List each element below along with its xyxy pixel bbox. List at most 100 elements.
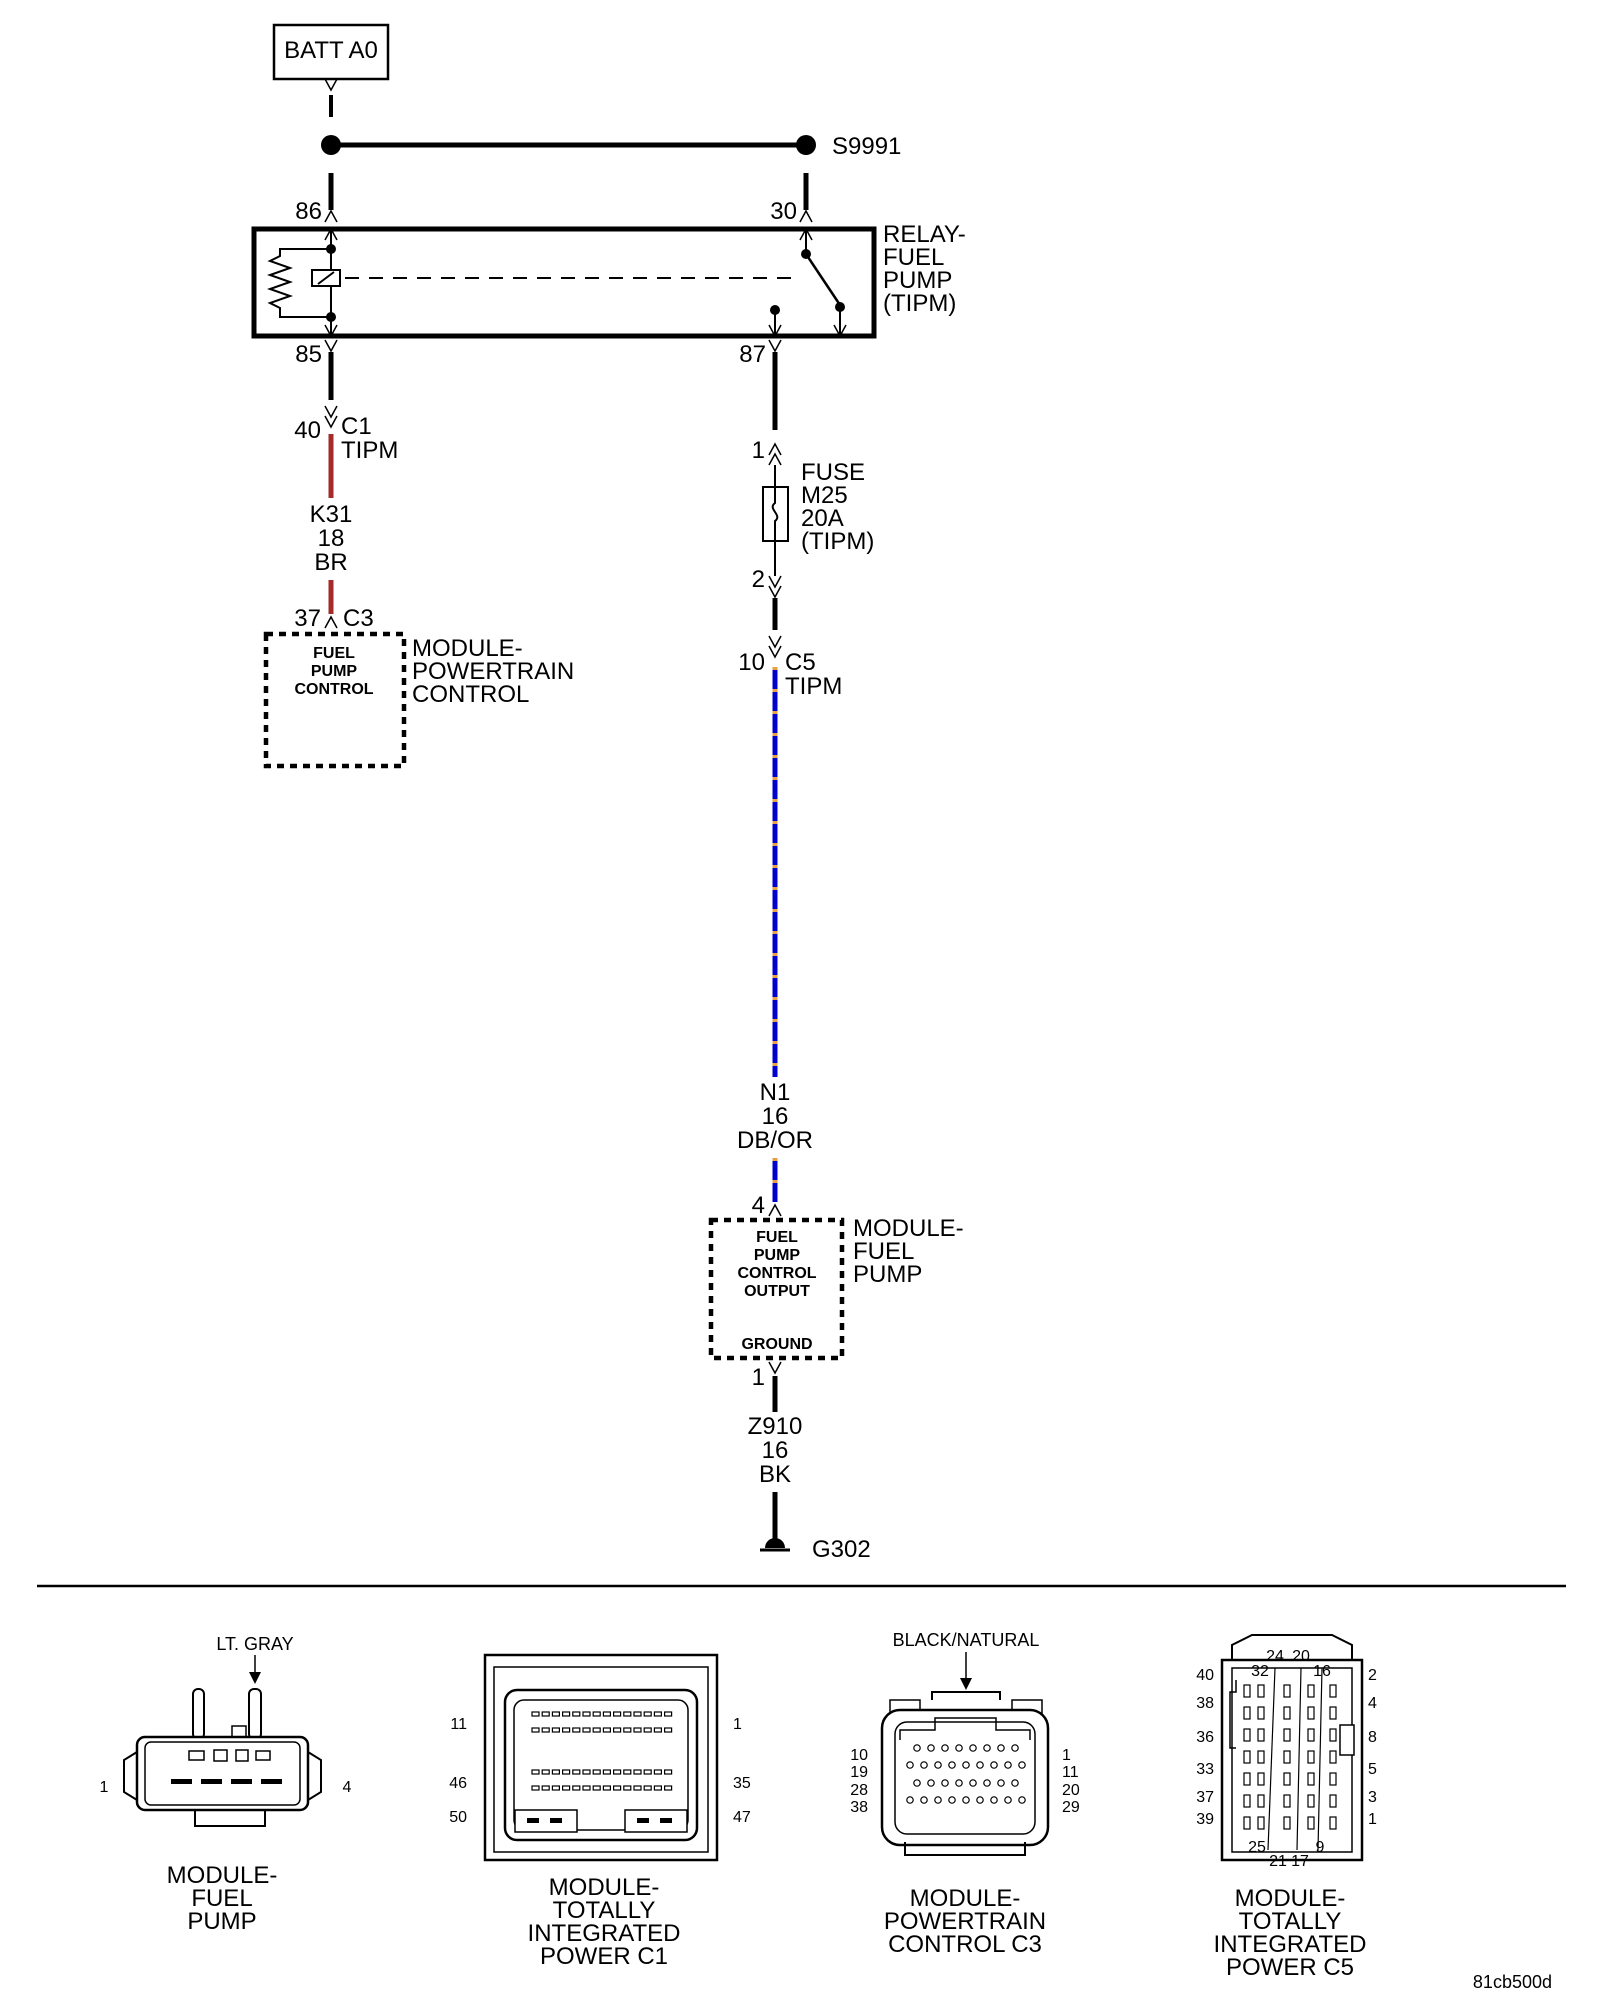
c5-cavity xyxy=(1283,1684,1291,1698)
c1-cavity xyxy=(653,1711,663,1717)
c1-cavity xyxy=(531,1727,540,1733)
figure-id: 81cb500d xyxy=(1473,1972,1552,1992)
k31-color: BR xyxy=(314,549,347,576)
c5-pin: 10 xyxy=(738,649,765,676)
c1-cavity xyxy=(653,1769,663,1775)
right-circuit: 1 2 FUSE M25 20A (TIPM) 10 C5 TIPM N1 16… xyxy=(708,352,964,1563)
c3-cavity xyxy=(906,1761,914,1769)
fpm-box-ground: GROUND xyxy=(741,1336,812,1353)
c5-cavity xyxy=(1329,1706,1337,1720)
c5-caption-2: TOTALLY xyxy=(1239,1908,1342,1935)
n1-gauge: 16 xyxy=(762,1103,789,1130)
c1-cavity xyxy=(612,1769,622,1775)
fuse-pin-bottom: 2 xyxy=(752,566,765,593)
c1-cavity xyxy=(602,1727,612,1733)
c1-cavity xyxy=(643,1727,652,1733)
c1-conn: C1 xyxy=(341,413,372,440)
c5-cavity xyxy=(1257,1706,1265,1720)
c1-cavity xyxy=(623,1785,632,1791)
ground-pin-1: 1 xyxy=(752,1364,765,1391)
c1-cavity xyxy=(592,1769,601,1775)
c5-pin-16: 16 xyxy=(1313,1663,1331,1680)
c1-cavity xyxy=(582,1727,591,1733)
connector-tipm-c1: 11 46 50 1 35 47 MODULE- TOTALLY INTEGRA… xyxy=(449,1653,751,1970)
c1-cavity xyxy=(572,1785,581,1791)
c5-cavity xyxy=(1257,1750,1265,1764)
c5-module: TIPM xyxy=(785,673,842,700)
c3-pin-29: 29 xyxy=(1062,1799,1080,1816)
c3-pin-38: 38 xyxy=(850,1799,868,1816)
relay-pin-87: 87 xyxy=(739,341,766,368)
c1-cavity xyxy=(612,1711,622,1717)
c5-pin-25: 25 xyxy=(1248,1839,1266,1856)
c1-cavity xyxy=(663,1727,673,1733)
fp-caption-1: MODULE- xyxy=(167,1862,278,1889)
relay: 86 30 RELAY- FUEL PUMP (TIPM) 85 xyxy=(251,198,966,368)
c3-color-label: BLACK/NATURAL xyxy=(893,1630,1040,1650)
c3-cavity xyxy=(1018,1796,1026,1804)
c1-cavity xyxy=(643,1711,652,1717)
c1-cavity xyxy=(541,1727,550,1733)
c5-pin-5: 5 xyxy=(1368,1761,1377,1778)
c1-cavity xyxy=(643,1769,652,1775)
c3-cavity xyxy=(969,1744,977,1752)
c1-cavity xyxy=(531,1785,540,1791)
batt-label: BATT A0 xyxy=(284,37,378,64)
c5-pin-20: 20 xyxy=(1292,1648,1310,1665)
c3-cavity xyxy=(997,1779,1005,1787)
c1-cavity xyxy=(663,1769,673,1775)
c1-cavity xyxy=(551,1769,561,1775)
c5-cavity xyxy=(1283,1772,1291,1786)
ground-symbol xyxy=(760,1538,790,1552)
c1-cavity xyxy=(663,1711,673,1717)
c3-cavity xyxy=(955,1744,963,1752)
c1-cavity xyxy=(602,1785,612,1791)
c3-conn: C3 xyxy=(343,605,374,632)
c5-cavity xyxy=(1243,1728,1251,1742)
pcm-label-2: POWERTRAIN xyxy=(412,658,574,685)
c1-cavity xyxy=(582,1711,591,1717)
c3-cavity xyxy=(969,1779,977,1787)
c1-cavity xyxy=(592,1727,601,1733)
c5-cavity xyxy=(1257,1684,1265,1698)
z910-circuit: Z910 xyxy=(748,1413,803,1440)
fpm-box-line-4: OUTPUT xyxy=(744,1283,810,1300)
c1-cavity xyxy=(561,1727,571,1733)
c5-cavity xyxy=(1283,1816,1291,1830)
c3-cavity xyxy=(983,1779,991,1787)
c1-cavity xyxy=(531,1711,540,1717)
left-circuit: 40 C1 TIPM K31 18 BR 37 C3 FUEL PUMP CON… xyxy=(263,352,574,769)
c5-cavity xyxy=(1243,1772,1251,1786)
c5-pin-1: 1 xyxy=(1368,1811,1377,1828)
relay-label-3: PUMP xyxy=(883,267,952,294)
c5-cavity xyxy=(1257,1794,1265,1808)
c5-cavity xyxy=(1257,1816,1265,1830)
c1-cavity xyxy=(541,1769,550,1775)
c5-pin-32: 32 xyxy=(1251,1663,1269,1680)
fuse-label-3: 20A xyxy=(801,505,844,532)
c1-cavity xyxy=(572,1711,581,1717)
c1-cavity xyxy=(572,1769,581,1775)
c5-pin-39: 39 xyxy=(1196,1811,1214,1828)
k31-gauge: 18 xyxy=(318,525,345,552)
c5-pin-24: 24 xyxy=(1266,1648,1284,1665)
c3-pin-10: 10 xyxy=(850,1747,868,1764)
connector-pcm-c3: BLACK/NATURAL 10 19 28 38 1 11 20 29 MOD… xyxy=(850,1630,1080,1958)
c1-cavity xyxy=(643,1785,652,1791)
c3-cavity xyxy=(913,1779,921,1787)
c3-cavity xyxy=(990,1761,998,1769)
c3-cavity xyxy=(941,1744,949,1752)
relay-pin-86: 86 xyxy=(295,198,322,225)
c3-cavity xyxy=(962,1796,970,1804)
c1-cavity xyxy=(612,1785,622,1791)
c5-cavity xyxy=(1257,1772,1265,1786)
pump-pin-4: 4 xyxy=(752,1192,765,1219)
c1-cavity xyxy=(602,1769,612,1775)
c1-cavity xyxy=(551,1785,561,1791)
c3-cavity xyxy=(948,1761,956,1769)
fp-pin-right: 4 xyxy=(343,1779,352,1796)
c1-caption-3: INTEGRATED xyxy=(528,1920,681,1947)
c1-pin: 40 xyxy=(294,417,321,444)
c3-caption-2: POWERTRAIN xyxy=(884,1908,1046,1935)
c5-cavity xyxy=(1307,1706,1315,1720)
